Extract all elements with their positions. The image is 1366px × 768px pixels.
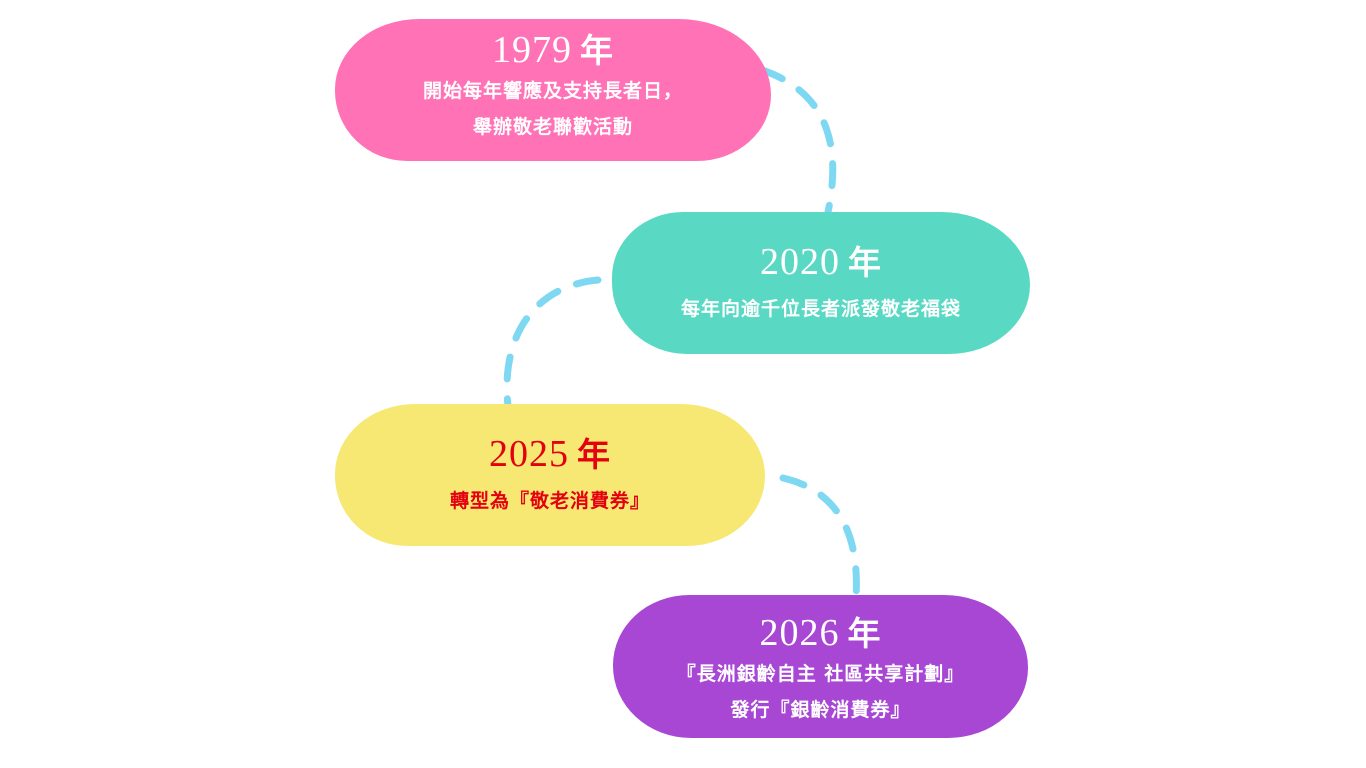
year-number: 2026: [759, 611, 840, 654]
connector-1979-2020: [758, 66, 837, 216]
milestone-description-line: 『長洲銀齡自主 社區共享計劃』: [676, 662, 965, 685]
year-number: 1979: [492, 29, 572, 71]
connector-2020-2025: [503, 276, 602, 410]
year-suffix: 年: [577, 435, 611, 474]
connector-2025-2026: [779, 474, 860, 601]
year-number: 2020: [760, 241, 840, 283]
year-suffix: 年: [848, 243, 882, 282]
milestone-description-line: 舉辦敬老聯歡活動: [472, 116, 633, 138]
milestone-description-line: 發行『銀齡消費券』: [730, 698, 911, 721]
year-number: 2025: [489, 433, 569, 475]
year-suffix: 年: [847, 613, 882, 653]
milestone-description-line: 每年向逾千位長者派發敬老福袋: [680, 298, 961, 320]
year-suffix: 年: [580, 31, 614, 70]
milestone-description-line: 轉型為『敬老消費券』: [449, 490, 650, 512]
milestone-description-line: 開始每年響應及支持長者日，: [422, 80, 683, 102]
